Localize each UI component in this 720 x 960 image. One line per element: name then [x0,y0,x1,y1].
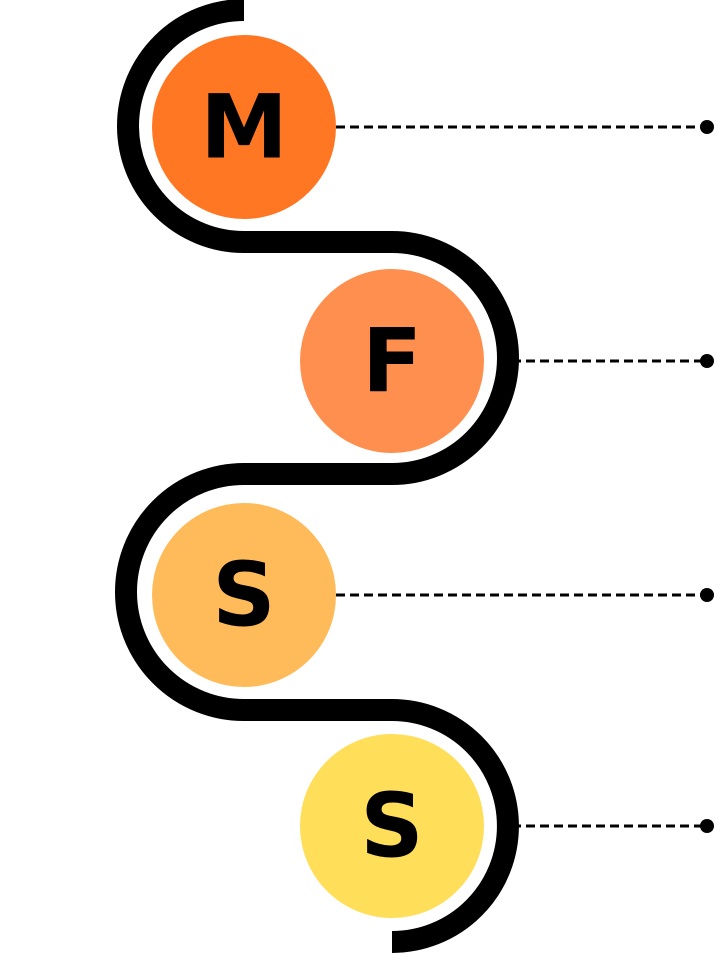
step-circle-1 [152,35,336,219]
step-letter-2: F [362,310,422,413]
step-letter-3: S [212,544,275,647]
step-circle-4 [300,734,484,918]
step-letter-1: M [200,76,288,179]
connector-endpoint-3 [700,588,714,602]
step-3: S [152,503,714,687]
step-circle-2 [300,269,484,453]
connector-endpoint-4 [700,819,714,833]
step-4: S [300,734,714,918]
serpentine-path [115,0,519,953]
step-1: M [152,35,714,219]
step-letter-4: S [360,775,423,878]
step-circle-3 [152,503,336,687]
connector-endpoint-2 [700,354,714,368]
connector-endpoint-1 [700,120,714,134]
step-2: F [300,269,714,453]
